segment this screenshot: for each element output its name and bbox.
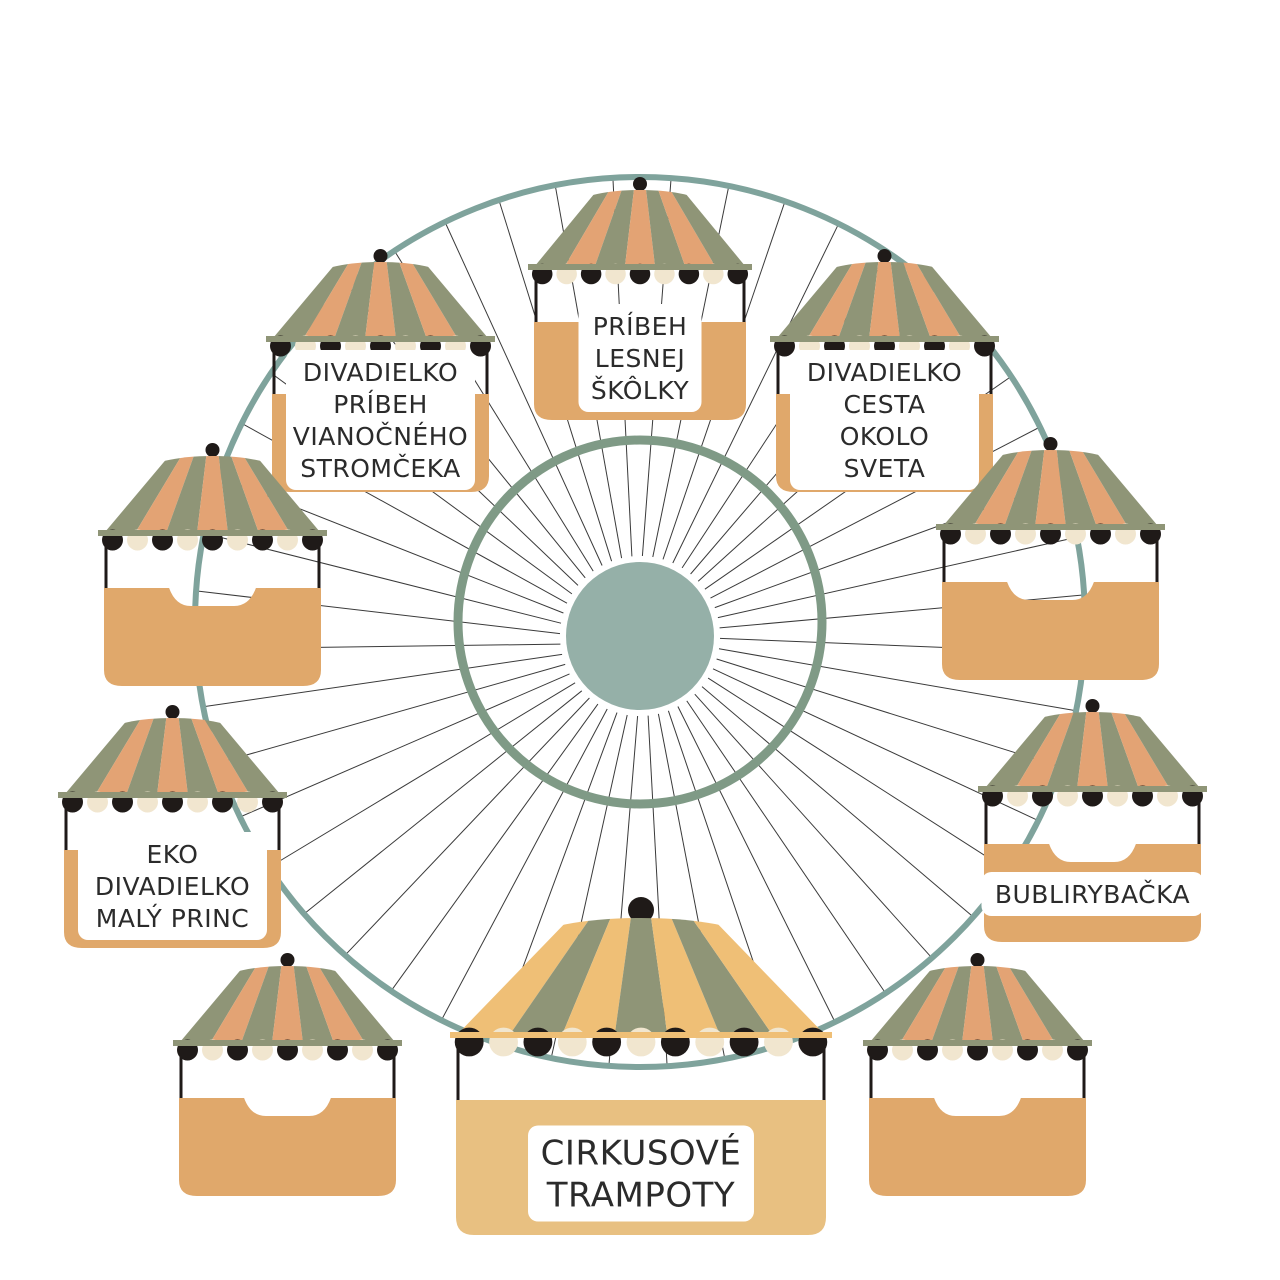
hanger-knob bbox=[628, 897, 654, 923]
cabin-label-line: DIVADIELKO bbox=[303, 358, 458, 387]
cabin-label-line: VIANOČNÉHO bbox=[293, 421, 468, 451]
hanger-knob bbox=[165, 705, 180, 719]
spoke-line bbox=[239, 673, 570, 818]
cabin-label-line: CIRKUSOVÉ bbox=[541, 1132, 742, 1173]
label-backdrop bbox=[286, 350, 475, 490]
spoke-line bbox=[677, 706, 836, 1023]
cabin-label-line: EKO bbox=[146, 840, 198, 869]
wheel-hub bbox=[566, 562, 714, 710]
label-backdrop bbox=[981, 872, 1204, 916]
canopy bbox=[268, 262, 493, 342]
cabin-label-line: SVETA bbox=[844, 454, 926, 483]
spoke-line bbox=[268, 682, 576, 868]
canopy-trim bbox=[863, 1039, 1092, 1061]
cabin-label-line: CESTA bbox=[843, 390, 925, 419]
label-backdrop bbox=[528, 1125, 754, 1222]
spoke-line bbox=[390, 703, 599, 992]
hanger-knob bbox=[877, 249, 892, 263]
spoke-line bbox=[203, 653, 563, 708]
canopy bbox=[865, 966, 1090, 1046]
hanger-knob bbox=[205, 443, 220, 457]
spoke-line bbox=[707, 677, 1010, 872]
cabin-basket bbox=[942, 582, 1159, 680]
cabins: PRÍBEHLESNEJŠKÔLKYDIVADIELKOPRÍBEHVIANOČ… bbox=[58, 177, 1207, 1235]
cabin-label-line: DIVADIELKO bbox=[95, 872, 250, 901]
canopy bbox=[772, 262, 997, 342]
cabin-label-line: ŠKÔLKY bbox=[591, 375, 690, 405]
canopy bbox=[175, 966, 400, 1046]
hanger-knob bbox=[970, 953, 985, 967]
cabin-lower-left[interactable]: EKO DIVADIELKO MALÝ PRINC bbox=[58, 705, 287, 948]
spoke-line bbox=[686, 700, 886, 994]
cabin-label-line: BUBLIRYBAČKA bbox=[995, 879, 1190, 909]
cabin-basket bbox=[104, 588, 321, 686]
canopy-trim bbox=[978, 785, 1207, 807]
cabin-label-line: DIVADIELKO bbox=[807, 358, 962, 387]
canopy-trim bbox=[98, 529, 327, 551]
canopy bbox=[100, 456, 325, 536]
canopy bbox=[60, 718, 285, 798]
cabin-label-line: PRÍBEH bbox=[333, 390, 428, 419]
canopy-trim bbox=[173, 1039, 402, 1061]
hanger-knob bbox=[280, 953, 295, 967]
spoke-line bbox=[440, 708, 608, 1021]
spoke-line bbox=[694, 693, 933, 959]
canopy-trim bbox=[528, 263, 752, 285]
cabin-label-line: LESNEJ bbox=[595, 344, 685, 373]
canopy bbox=[938, 450, 1163, 530]
hanger-knob bbox=[373, 249, 388, 263]
inner-ring bbox=[453, 435, 827, 809]
cabin-middle-right[interactable] bbox=[936, 437, 1165, 680]
hanger-knob bbox=[1085, 699, 1100, 713]
spoke-line bbox=[672, 223, 840, 564]
canopy-trim bbox=[58, 791, 287, 813]
cabin-label-line: MALÝ PRINC bbox=[96, 904, 249, 933]
spoke-line bbox=[303, 690, 583, 915]
cabin-label-line: TRAMPOTY bbox=[546, 1175, 735, 1215]
canopy-trim bbox=[450, 1027, 832, 1057]
cabin-upper-right[interactable]: DIVADIELKO CESTA OKOLO SVETA bbox=[770, 249, 999, 492]
spoke-line bbox=[344, 697, 590, 956]
cabin-bottom-right[interactable] bbox=[863, 953, 1092, 1196]
cabin-label-line: PRÍBEH bbox=[593, 312, 688, 341]
cabin-middle-left[interactable] bbox=[98, 443, 327, 686]
cabin-basket bbox=[869, 1098, 1086, 1196]
canopy bbox=[530, 190, 750, 270]
label-backdrop bbox=[578, 304, 702, 412]
label-backdrop bbox=[790, 350, 979, 490]
canopy-trim bbox=[936, 523, 1165, 545]
spoke-line bbox=[716, 658, 1061, 768]
canopy bbox=[980, 712, 1205, 792]
cabin-label-line: OKOLO bbox=[840, 422, 930, 451]
spoke-line bbox=[718, 648, 1077, 712]
hanger-knob bbox=[633, 177, 647, 191]
canopy bbox=[452, 918, 830, 1038]
spoke-line bbox=[717, 536, 1077, 619]
spoke-line bbox=[217, 663, 566, 764]
spoke-line bbox=[444, 221, 603, 566]
label-backdrop bbox=[78, 832, 267, 940]
hanger-knob bbox=[1043, 437, 1058, 451]
cabin-basket bbox=[179, 1098, 396, 1196]
cabin-bottom-left[interactable] bbox=[173, 953, 402, 1196]
cabin-label-line: STROMČEKA bbox=[300, 453, 461, 483]
spoke-line bbox=[701, 686, 974, 918]
cabin-lower-right[interactable]: BUBLIRYBAČKA bbox=[978, 699, 1207, 942]
